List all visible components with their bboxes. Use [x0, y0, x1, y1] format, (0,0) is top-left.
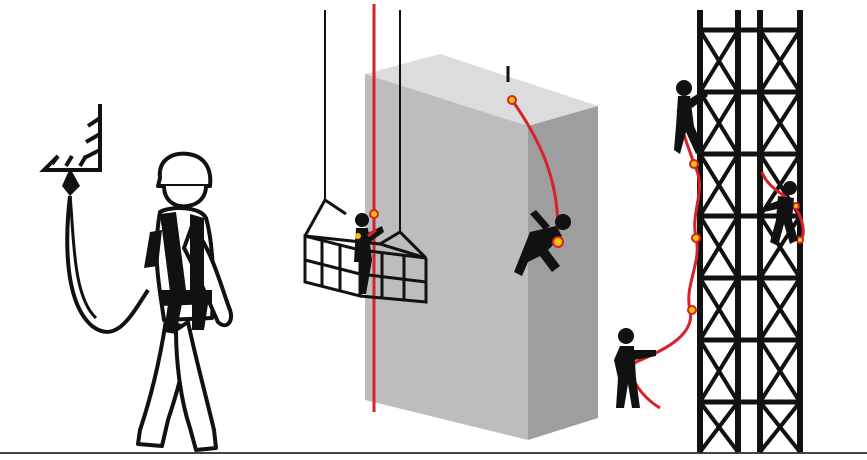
- suspended-platform-group: [305, 4, 598, 440]
- tower-lifeline: [632, 110, 700, 408]
- building-front: [365, 74, 528, 440]
- lanyard: [67, 196, 148, 332]
- lifeline-connector: [370, 210, 378, 218]
- anchor-bracket-icon: [44, 104, 100, 170]
- tower-climbing-group: [614, 10, 803, 452]
- rope-anchor: [508, 96, 516, 104]
- snap-hook-icon: [62, 168, 80, 196]
- helmet-icon: [158, 154, 210, 186]
- lattice-tower-icon: [700, 10, 800, 452]
- building-side: [528, 106, 598, 440]
- harness-worker-group: [44, 104, 231, 450]
- harness-straps: [144, 212, 212, 334]
- ground-belayer-figure: [614, 328, 656, 408]
